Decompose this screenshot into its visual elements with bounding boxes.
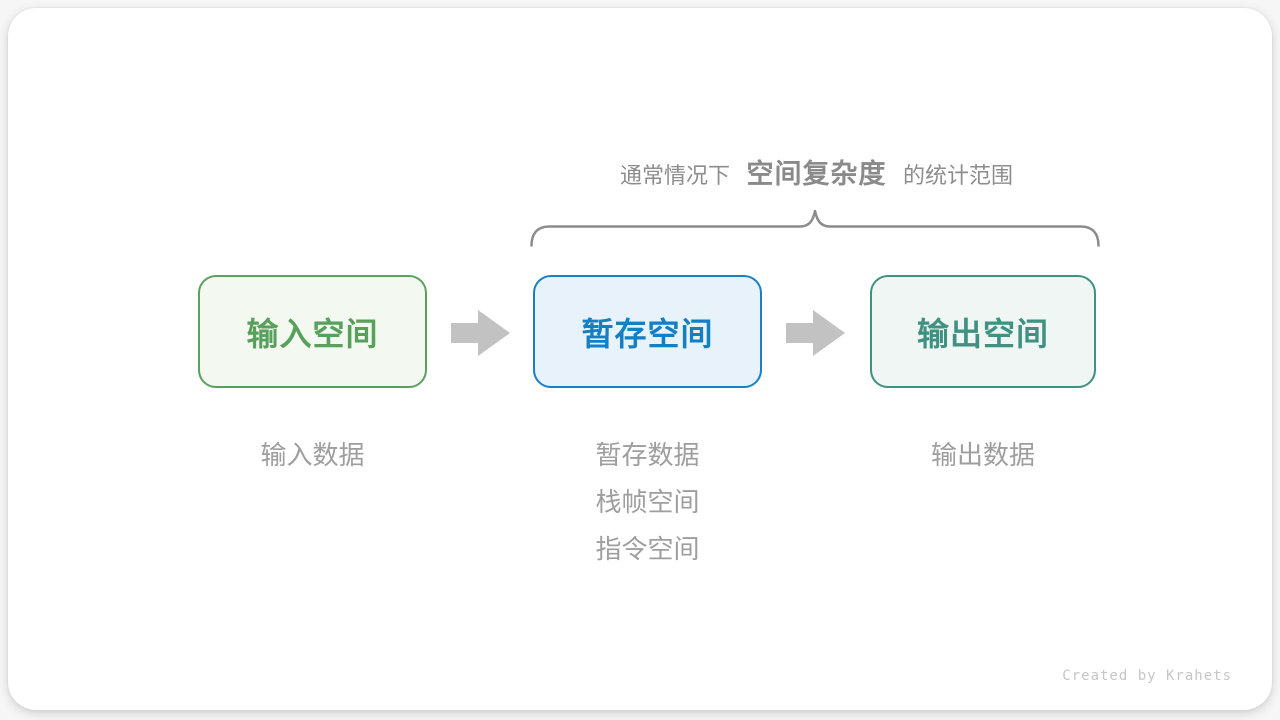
note-line: 输出数据	[930, 440, 1035, 470]
note-line: 输入数据	[260, 440, 365, 470]
curly-brace-icon	[530, 209, 1100, 247]
caption-highlight: 空间复杂度	[746, 159, 887, 189]
note-temp-data: 暂存数据 栈帧空间 指令空间	[533, 432, 762, 573]
caption-prefix: 通常情况下	[620, 163, 731, 188]
note-line: 栈帧空间	[595, 487, 700, 517]
note-line: 暂存数据	[595, 440, 700, 470]
diagram-card: 通常情况下 空间复杂度 的统计范围 输入空间 暂存空间 输出空间 输入数据	[8, 8, 1272, 710]
temp-space-box: 暂存空间	[533, 275, 762, 388]
input-space-label: 输入空间	[246, 315, 379, 352]
note-line: 指令空间	[595, 534, 700, 564]
watermark-credit: Created by Krahets	[1062, 668, 1232, 684]
note-input-data: 输入数据	[198, 432, 427, 479]
output-space-box: 输出空间	[870, 275, 1096, 388]
arrow-right-icon	[786, 310, 845, 356]
output-space-label: 输出空间	[916, 315, 1049, 352]
brace-caption: 通常情况下 空间复杂度 的统计范围	[533, 152, 1100, 191]
caption-suffix: 的统计范围	[902, 163, 1013, 188]
input-space-box: 输入空间	[198, 275, 427, 388]
temp-space-label: 暂存空间	[581, 315, 714, 352]
arrow-right-icon	[451, 310, 510, 356]
note-output-data: 输出数据	[870, 432, 1096, 479]
